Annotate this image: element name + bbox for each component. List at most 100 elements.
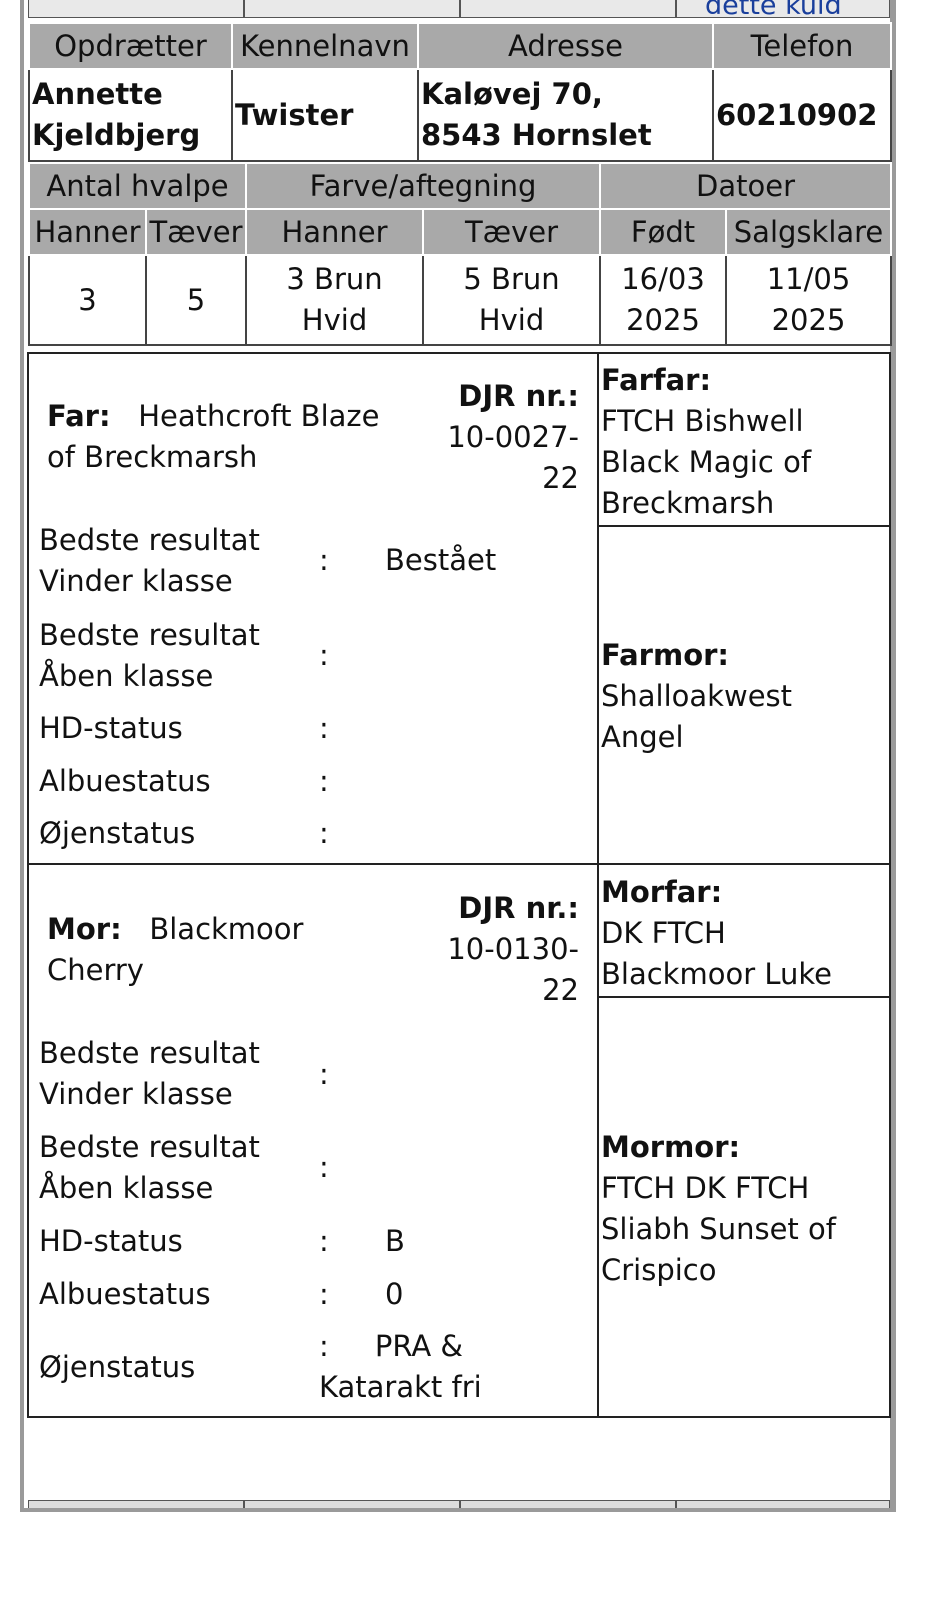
djr-label: DJR nr.: [458, 379, 579, 413]
mother-hd-status: B [385, 1224, 405, 1258]
address-line: 8543 Hornslet [421, 118, 652, 152]
father-row-label: Albuestatus [39, 764, 211, 798]
prev-cell [28, 0, 244, 18]
ready-date-line: 11/05 [766, 262, 851, 296]
ready-date: 11/05 2025 [725, 254, 893, 346]
colon: : [319, 1277, 329, 1311]
grandmother-name-line: FTCH DK FTCH [601, 1171, 810, 1205]
male-color-line: 3 Brun [286, 262, 383, 296]
grandfather-name-line: FTCH Bishwell [601, 404, 804, 438]
mother-djr: DJR nr.: 10-0130- 22 [447, 888, 579, 1011]
djr-label: DJR nr.: [458, 891, 579, 925]
subheader-born: Født [599, 208, 728, 256]
grandmother-label: Mormor: [601, 1130, 741, 1164]
male-count: 3 [28, 254, 147, 346]
female-color-line: 5 Brun [463, 262, 560, 296]
next-cell [460, 1500, 676, 1508]
prev-cell [460, 0, 676, 18]
litter-table: Antal hvalpe Farve/aftegning Datoer Hann… [27, 162, 893, 346]
subheader-ready: Salgsklare [725, 208, 893, 256]
header-color: Farve/aftegning [245, 162, 602, 210]
mother-name-line: Cherry [47, 953, 144, 987]
kennel-name: Twister [231, 68, 419, 162]
header-puppy-count: Antal hvalpe [27, 162, 248, 210]
previous-row-strip: dette kuld [28, 0, 890, 20]
next-cell [244, 1500, 460, 1508]
born-date-line: 2025 [626, 303, 700, 337]
breeder-name-line: Kjeldbjerg [32, 118, 201, 152]
male-color-line: Hvid [301, 303, 368, 337]
mother-row-label: Øjenstatus [39, 1350, 196, 1384]
paternal-grandmother-panel: Farmor: Shalloakwest Angel [597, 525, 891, 865]
header-breeder: Opdrætter [28, 22, 233, 70]
colon: : [319, 1150, 329, 1184]
male-color: 3 Brun Hvid [245, 254, 425, 346]
mother-eye-status: : PRA & Katarakt fri [319, 1326, 482, 1408]
paternal-grandfather-panel: Farfar: FTCH Bishwell Black Magic of Bre… [597, 352, 891, 527]
maternal-grandfather-panel: Morfar: DK FTCH Blackmoor Luke [597, 863, 891, 998]
mother-name: Mor: Blackmoor Cherry [47, 909, 407, 991]
father-label: Far: [47, 399, 111, 433]
djr-number-line: 10-0027- [447, 420, 579, 454]
next-cell [676, 1500, 891, 1508]
grandmother-name-line: Shalloakwest [601, 679, 793, 713]
eye-status-line: PRA & [374, 1329, 464, 1363]
colon: : [319, 1224, 329, 1258]
eye-status-line: Katarakt fri [319, 1370, 482, 1404]
breeder-phone: 60210902 [712, 68, 892, 162]
header-address: Adresse [417, 22, 714, 70]
father-row-label: Øjenstatus [39, 816, 196, 850]
grandfather-name-line: Black Magic of [601, 445, 812, 479]
mother-panel: Mor: Blackmoor Cherry DJR nr.: 10-0130- … [27, 863, 599, 1418]
female-color-line: Hvid [478, 303, 545, 337]
father-djr: DJR nr.: 10-0027- 22 [447, 376, 579, 499]
father-row-label: HD-status [39, 711, 183, 745]
prev-cell [244, 0, 460, 18]
grandmother-name-line: Crispico [601, 1253, 717, 1287]
colon: : [319, 638, 329, 672]
header-dates: Datoer [599, 162, 893, 210]
maternal-grandmother: Mormor: FTCH DK FTCH Sliabh Sunset of Cr… [601, 1127, 836, 1291]
header-phone: Telefon [712, 22, 892, 70]
colon: : [319, 1329, 329, 1363]
father-name: Far: Heathcroft Blaze of Breckmarsh [47, 396, 407, 478]
father-name-line: of Breckmarsh [47, 440, 258, 474]
mother-elbow-status: 0 [385, 1277, 404, 1311]
grandfather-name-line: Blackmoor Luke [601, 957, 832, 991]
djr-number-line: 10-0130- [447, 932, 579, 966]
grandmother-name-line: Sliabh Sunset of [601, 1212, 836, 1246]
grandfather-name-line: DK FTCH [601, 916, 726, 950]
mother-row-label: HD-status [39, 1224, 183, 1258]
next-cell [28, 1500, 244, 1508]
paternal-grandfather: Farfar: FTCH Bishwell Black Magic of Bre… [601, 360, 811, 524]
header-kennel: Kennelnavn [231, 22, 419, 70]
born-date-line: 16/03 [621, 262, 705, 296]
maternal-grandmother-panel: Mormor: FTCH DK FTCH Sliabh Sunset of Cr… [597, 996, 891, 1418]
subheader-females: Tæver [144, 208, 248, 256]
mother-label: Mor: [47, 912, 122, 946]
breeder-address: Kaløvej 70, 8543 Hornslet [417, 68, 714, 162]
father-winner-class-result: Bestået [385, 543, 497, 577]
grandfather-name-line: Breckmarsh [601, 486, 775, 520]
born-date: 16/03 2025 [599, 254, 728, 346]
djr-number-line: 22 [542, 973, 579, 1007]
subheader-female-color: Tæver [422, 208, 602, 256]
colon: : [319, 816, 329, 850]
colon: : [319, 711, 329, 745]
next-row-strip [28, 1500, 891, 1508]
breeder-name: Annette Kjeldbjerg [28, 68, 233, 162]
subheader-males: Hanner [28, 208, 147, 256]
female-color: 5 Brun Hvid [422, 254, 602, 346]
grandfather-label: Morfar: [601, 875, 723, 909]
father-name-line: Heathcroft Blaze [138, 399, 380, 433]
colon: : [319, 1057, 329, 1091]
subheader-male-color: Hanner [245, 208, 425, 256]
colon: : [319, 764, 329, 798]
breeder-name-line: Annette [32, 77, 163, 111]
colon: : [319, 543, 329, 577]
mother-row-label: Albuestatus [39, 1277, 211, 1311]
litter-link[interactable]: dette kuld [676, 0, 890, 18]
